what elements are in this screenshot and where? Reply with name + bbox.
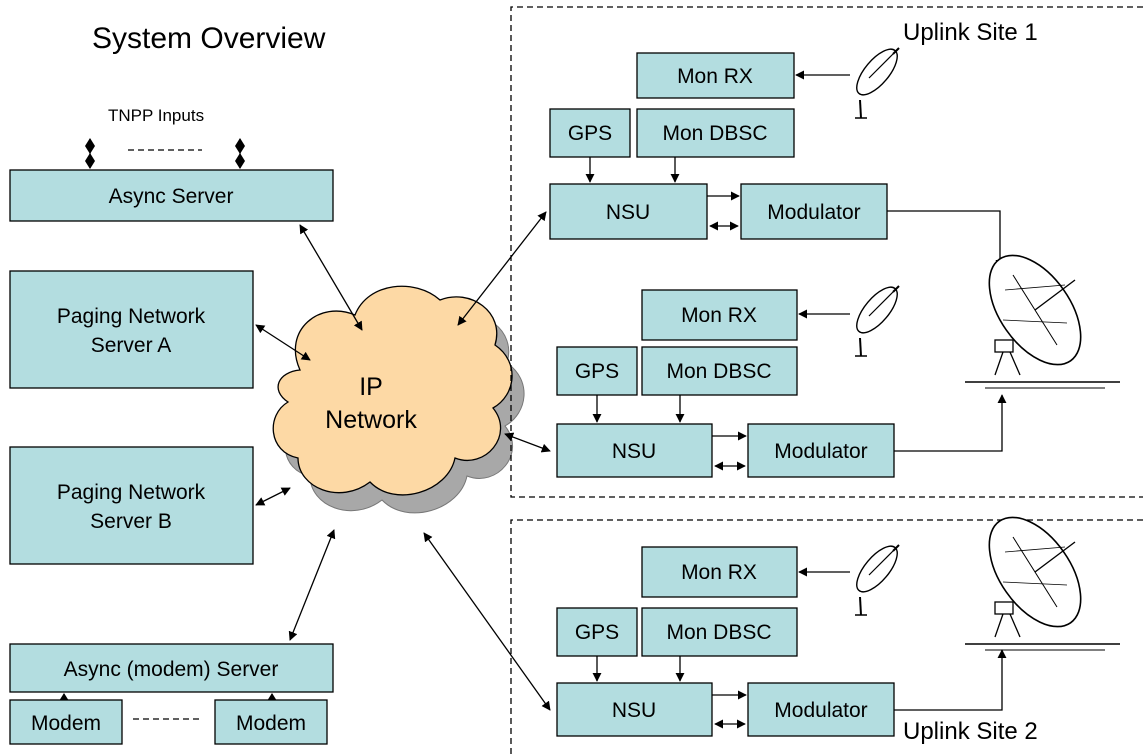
async-modem-server-label: Async (modem) Server [64, 658, 279, 681]
paging-server-a-line1: Paging Network [57, 305, 206, 328]
nsu-label: NSU [612, 699, 656, 722]
async-server-box: Async Server [9, 169, 334, 222]
uplink-site-1-label: Uplink Site 1 [903, 19, 1038, 46]
gps-label: GPS [575, 360, 619, 383]
modem-2-label: Modem [236, 712, 306, 735]
paging-server-b-box: Paging Network Server B [9, 446, 254, 565]
mon-dbsc-label: Mon DBSC [666, 621, 771, 644]
cloud-label-line2: Network [325, 406, 417, 434]
modulator-label: Modulator [767, 201, 860, 224]
receive-dish-icon [855, 544, 900, 616]
async-server-label: Async Server [109, 185, 234, 208]
gps-label: GPS [575, 621, 619, 644]
receive-dish-icon [855, 285, 900, 357]
nsu-label: NSU [612, 440, 656, 463]
paging-server-a-line2: Server A [91, 334, 172, 357]
paging-server-b-line1: Paging Network [57, 481, 206, 504]
modem-box-2: Modem [214, 699, 328, 745]
site2-chain: Mon RX GPS Mon DBSC NSU Modulator [556, 546, 1007, 737]
receive-dish-icon [855, 47, 900, 119]
gps-label: GPS [568, 122, 612, 145]
paging-server-a-box: Paging Network Server A [9, 270, 254, 389]
async-modem-server-box: Async (modem) Server [9, 643, 334, 693]
mon-rx-label: Mon RX [677, 65, 753, 88]
uplink-antenna-icon [965, 254, 1120, 389]
tnpp-inputs-label: TNPP Inputs [108, 106, 204, 125]
mon-dbsc-label: Mon DBSC [662, 122, 767, 145]
modem-box-1: Modem [9, 699, 123, 745]
ip-network-cloud: IP Network [272, 285, 525, 514]
uplink-antenna-icon [965, 516, 1120, 651]
network-links [255, 211, 551, 711]
uplink-site-1-boundary [510, 6, 1143, 498]
modulator-label: Modulator [774, 699, 867, 722]
mon-rx-label: Mon RX [681, 304, 757, 327]
modem-1-label: Modem [31, 712, 101, 735]
uplink-site-2-boundary [510, 519, 1143, 754]
mon-dbsc-label: Mon DBSC [666, 360, 771, 383]
paging-server-b-line2: Server B [90, 510, 172, 533]
cloud-label-line1: IP [359, 373, 383, 401]
modulator-label: Modulator [774, 440, 867, 463]
uplink-site-2-label: Uplink Site 2 [903, 718, 1038, 745]
tnpp-input-connectors [85, 138, 245, 169]
nsu-label: NSU [606, 201, 650, 224]
diagram-title: System Overview [92, 22, 326, 55]
mon-rx-label: Mon RX [681, 561, 757, 584]
site1-chain-a: Mon RX GPS Mon DBSC NSU Modulator [549, 52, 1005, 269]
site1-chain-b: Mon RX GPS Mon DBSC NSU Modulator [556, 289, 1007, 478]
